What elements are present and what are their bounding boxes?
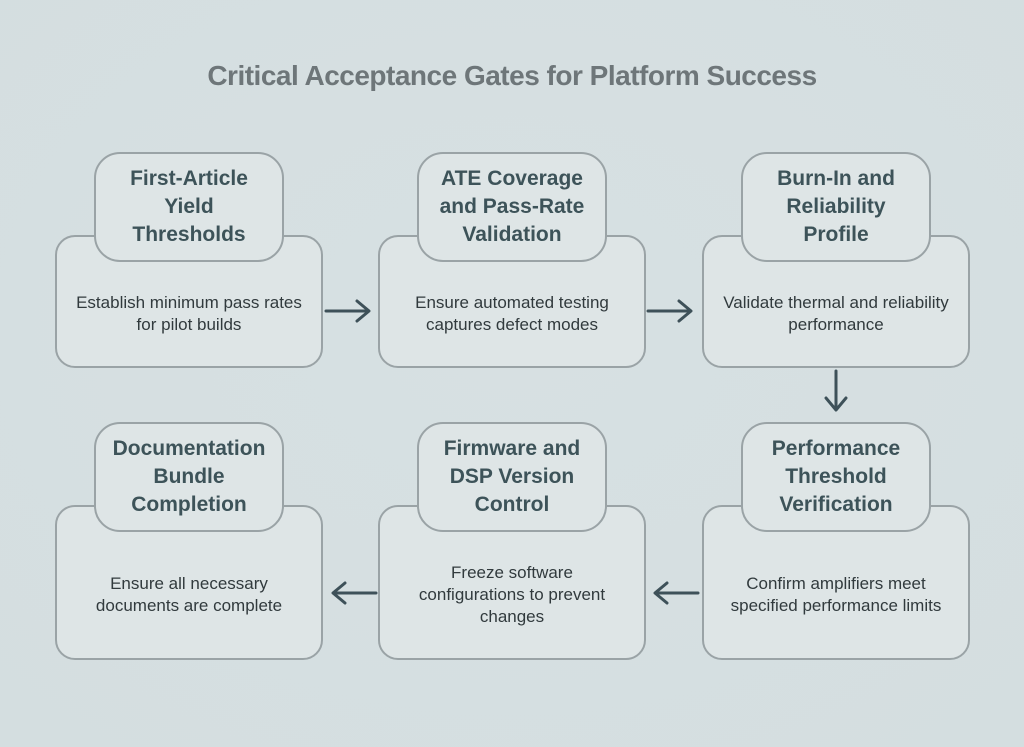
node-title: First-Article Yield Thresholds <box>130 167 248 246</box>
node-title: Documentation Bundle Completion <box>112 437 266 516</box>
diagram-title: Critical Acceptance Gates for Platform S… <box>207 60 817 91</box>
node-header-box: Firmware and DSP Version Control <box>417 422 607 532</box>
node-header-box: Burn-In and Reliability Profile <box>741 152 931 262</box>
arrow-down-node3-to-node4 <box>824 369 848 412</box>
node-body-box: Freeze software configurations to preven… <box>378 505 646 660</box>
arrow-right-node1-to-node2 <box>324 299 371 323</box>
node-header-box: ATE Coverage and Pass-Rate Validation <box>417 152 607 262</box>
node-description: Freeze software configurations to preven… <box>418 563 606 626</box>
arrow-left-node4-to-node5 <box>653 581 700 605</box>
node-description: Validate thermal and reliability perform… <box>723 293 949 334</box>
node-first-article-yield-thresholds: Establish minimum pass rates for pilot b… <box>55 152 323 368</box>
node-header-box: Documentation Bundle Completion <box>94 422 284 532</box>
node-firmware-dsp-version-control: Freeze software configurations to preven… <box>378 422 646 660</box>
node-title: Performance Threshold Verification <box>771 437 901 516</box>
node-header-box: Performance Threshold Verification <box>741 422 931 532</box>
node-description: Establish minimum pass rates for pilot b… <box>76 293 302 334</box>
node-ate-coverage-pass-rate-validation: Ensure automated testing captures defect… <box>378 152 646 368</box>
node-title: ATE Coverage and Pass-Rate Validation <box>439 167 585 246</box>
node-header-box: First-Article Yield Thresholds <box>94 152 284 262</box>
arrow-left-node5-to-node6 <box>331 581 378 605</box>
node-description: Ensure automated testing captures defect… <box>415 293 609 334</box>
node-burn-in-reliability-profile: Validate thermal and reliability perform… <box>702 152 970 368</box>
node-title: Firmware and DSP Version Control <box>443 437 581 516</box>
node-description: Confirm amplifiers meet specified perfor… <box>730 574 942 615</box>
node-performance-threshold-verification: Confirm amplifiers meet specified perfor… <box>702 422 970 660</box>
node-documentation-bundle-completion: Ensure all necessary documents are compl… <box>55 422 323 660</box>
node-title: Burn-In and Reliability Profile <box>777 167 895 246</box>
node-description: Ensure all necessary documents are compl… <box>95 574 283 615</box>
arrow-right-node2-to-node3 <box>646 299 693 323</box>
